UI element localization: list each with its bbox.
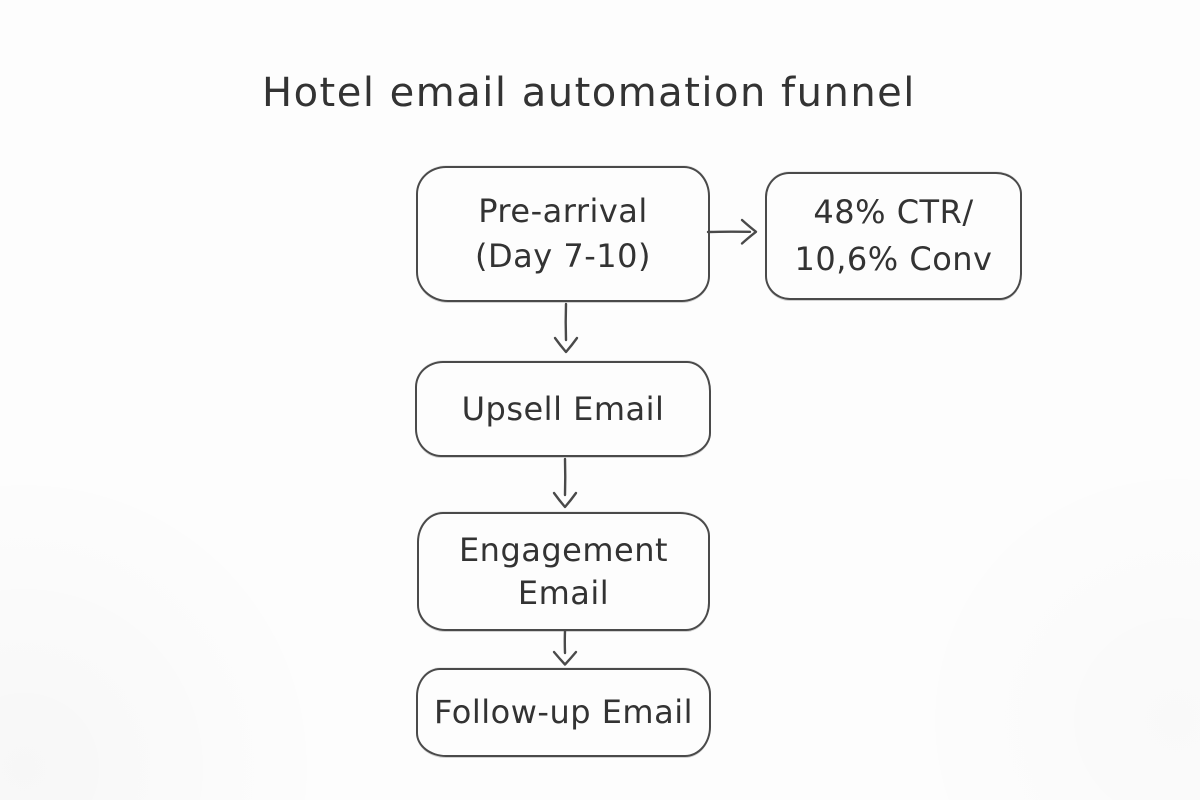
- node-engagement-line2: Email: [517, 573, 610, 612]
- node-followup-label: Follow-up Email: [434, 693, 693, 731]
- node-metric-ctr-conv: 48% CTR/ 10,6% Conv: [765, 172, 1022, 300]
- arrow-down-icon: [547, 457, 583, 511]
- node-pre-arrival-line2: (Day 7-10): [475, 237, 651, 275]
- node-engagement-email: Engagement Email: [417, 512, 710, 631]
- metric-ctr-line: 48% CTR/: [813, 193, 974, 231]
- metric-conv-line: 10,6% Conv: [794, 240, 993, 278]
- node-engagement-line1: Engagement: [458, 530, 669, 569]
- arrow-down-icon: [548, 302, 584, 356]
- node-pre-arrival-line1: Pre-arrival: [478, 192, 648, 230]
- node-pre-arrival: Pre-arrival (Day 7-10): [416, 166, 710, 302]
- node-upsell-email: Upsell Email: [415, 361, 711, 457]
- node-upsell-label: Upsell Email: [461, 389, 665, 428]
- diagram-title: Hotel email automation funnel: [262, 70, 916, 116]
- arrow-right-icon: [706, 208, 766, 254]
- arrow-down-icon: [547, 629, 583, 668]
- node-followup-email: Follow-up Email: [416, 668, 711, 757]
